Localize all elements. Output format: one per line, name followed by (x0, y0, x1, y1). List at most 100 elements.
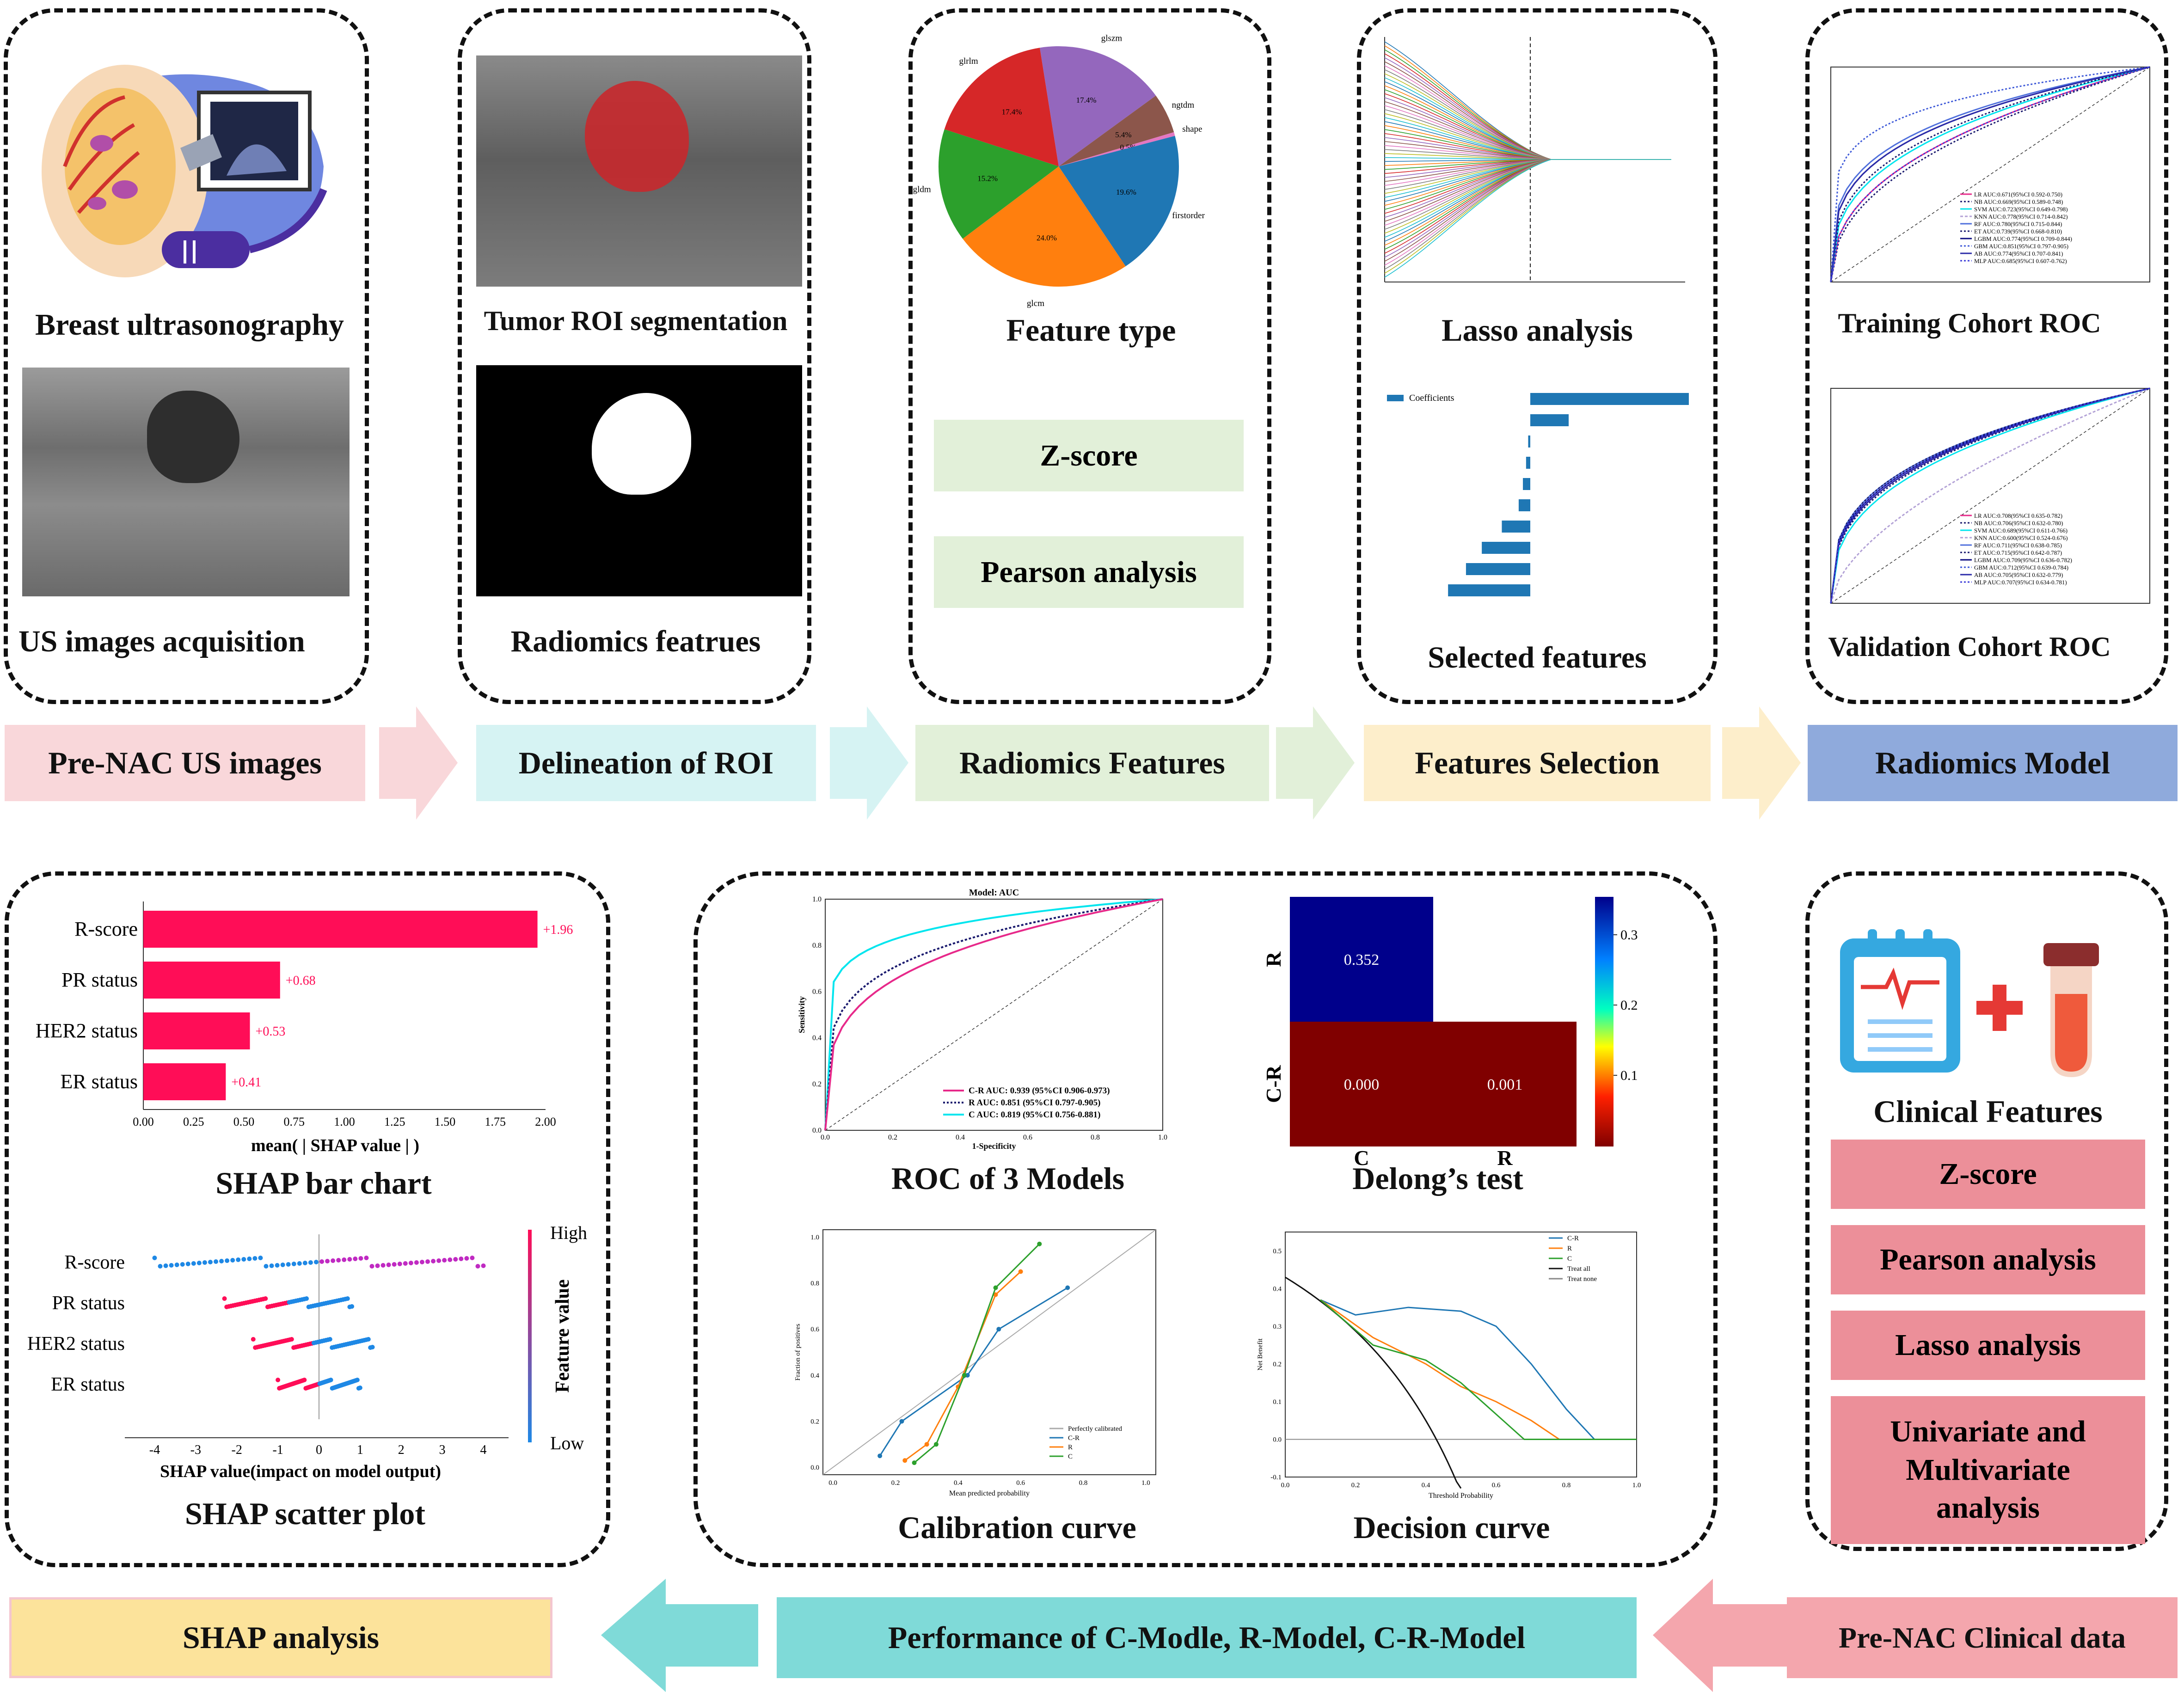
pie-slice (939, 129, 1059, 239)
pie-category-label: glrlm (959, 56, 978, 66)
calib-point (996, 1327, 1001, 1332)
shap-point (431, 1259, 436, 1263)
roc3-legend-entry: R AUC: 0.851 (95%CI 0.797-0.905) (969, 1098, 1101, 1108)
shap-point (225, 1258, 230, 1263)
caption-radiomics-features: Radiomics featrues (510, 625, 761, 658)
roc-legend-entry: GBM AUC:0.851(95%CI 0.797-0.905) (1974, 243, 2068, 250)
decision-ylabel: Net Benefit (1257, 1338, 1264, 1370)
arrow-left-2-icon (1653, 1579, 1791, 1692)
calib-y-tick: 0.2 (810, 1418, 819, 1425)
shap-bar (143, 962, 280, 999)
shap-point (222, 1296, 227, 1301)
roc3-title: Model: AUC (969, 888, 1019, 898)
roc-model-curve (1830, 66, 2150, 282)
roc-legend-entry: LGBM AUC:0.774(95%CI 0.709-0.844) (1974, 235, 2072, 242)
shap-bar-tick: 0.25 (183, 1115, 204, 1128)
shap-point (208, 1260, 213, 1264)
decision-xlabel: Threshold Probability (1429, 1492, 1493, 1500)
shap-bar (143, 1063, 226, 1100)
shap-point (370, 1345, 375, 1349)
decision-curve-r (1320, 1299, 1637, 1440)
shap-colorbar (528, 1230, 532, 1442)
shap-point (358, 1256, 363, 1261)
decision-y-tick: -0.1 (1270, 1474, 1282, 1481)
shap-point (302, 1378, 307, 1382)
roc-legend-entry: ET AUC:0.739(95%CI 0.668-0.810) (1974, 228, 2062, 235)
coef-bar (1526, 457, 1530, 469)
shap-point (291, 1262, 296, 1266)
shap-point (470, 1256, 475, 1260)
roc-legend-entry: ET AUC:0.715(95%CI 0.642-0.787) (1974, 549, 2062, 556)
shap-point (169, 1263, 174, 1268)
roc-model-curve (1830, 387, 2150, 604)
coef-bar (1448, 584, 1530, 596)
decision-treat-all (1285, 1276, 1462, 1489)
shap-bar-tick: 1.00 (334, 1115, 355, 1128)
delong-row-label: R (1262, 951, 1285, 967)
shap-point (304, 1296, 309, 1301)
shap-point (302, 1261, 307, 1265)
roc-legend-entry: SVM AUC:0.689(95%CI 0.611-0.766) (1974, 527, 2067, 534)
roc-model-curve (1830, 387, 2150, 604)
decision-x-tick: 0.4 (1422, 1482, 1430, 1489)
roc-diagonal (825, 899, 1163, 1131)
roc-model-curve (1830, 387, 2150, 604)
delong-cell (1290, 1022, 1433, 1146)
calib-point (924, 1442, 929, 1447)
shap-point (219, 1259, 224, 1263)
shap-point (380, 1263, 386, 1268)
calib-y-tick: 1.0 (810, 1234, 819, 1241)
lasso-path-line (1384, 65, 1671, 160)
decision-y-tick: 0.0 (1273, 1436, 1282, 1443)
clinical-panel (1805, 871, 2168, 1551)
shap-point (174, 1263, 179, 1267)
shap-point (319, 1259, 325, 1264)
shap-point (280, 1263, 285, 1267)
shap-point (185, 1262, 190, 1266)
pie-percent-label: 15.2% (977, 174, 998, 183)
delong-cbar-tick: 0.1 (1620, 1068, 1638, 1083)
delong-cell (1433, 1022, 1577, 1146)
shap-bar-tick: 2.00 (535, 1115, 556, 1128)
decision-curve-cr (1320, 1299, 1637, 1440)
stage-pre-nac-clinical: Pre-NAC Clinical data (1787, 1597, 2178, 1678)
delong-cbar-tick: 0.3 (1620, 927, 1638, 943)
shap-point (392, 1262, 397, 1267)
shap-point (276, 1378, 281, 1382)
arrow-right-1-icon (379, 706, 458, 820)
pie-slice (1059, 135, 1179, 266)
shap-scatter-tick: -3 (190, 1443, 201, 1457)
pie-percent-label: 17.4% (1076, 96, 1097, 104)
shap-bar-tick: 0.00 (133, 1115, 154, 1128)
shap-point (158, 1264, 163, 1269)
shap-point (331, 1258, 336, 1263)
shap-colorbar-label: Feature value (552, 1279, 573, 1392)
calib-x-tick: 0.4 (954, 1479, 963, 1487)
arrow-right-3-icon (1276, 706, 1355, 820)
feature-step-pearson: Pearson analysis (934, 536, 1244, 608)
shap-point (475, 1264, 480, 1269)
roc-legend-entry: NB AUC:0.706(95%CI 0.632-0.780) (1974, 520, 2063, 527)
clinical-step-lasso: Lasso analysis (1831, 1311, 2145, 1380)
arrow-right-4-icon (1722, 706, 1801, 820)
calib-point (1065, 1285, 1070, 1290)
coef-bar (1482, 542, 1530, 554)
us-image (22, 368, 350, 596)
clipboard-icon (1840, 929, 1960, 1073)
roc-model-curve (1830, 66, 2150, 282)
roc-legend-entry: NB AUC:0.669(95%CI 0.589-0.748) (1974, 198, 2063, 205)
shap-point (297, 1261, 302, 1266)
shap-point (481, 1263, 486, 1268)
test-tube-icon (2043, 943, 2099, 1077)
shap-point (464, 1256, 469, 1261)
plus-icon (1976, 985, 2023, 1031)
shap-scatter-feature-label: PR status (52, 1293, 125, 1314)
delong-value: 0.352 (1344, 951, 1380, 969)
calib-point (902, 1458, 908, 1463)
selected-features-coefficient-chart: Coefficients (1387, 393, 1689, 596)
roi-ultrasound-image (476, 55, 802, 287)
calib-point (1037, 1241, 1042, 1246)
coef-bar (1528, 435, 1530, 448)
